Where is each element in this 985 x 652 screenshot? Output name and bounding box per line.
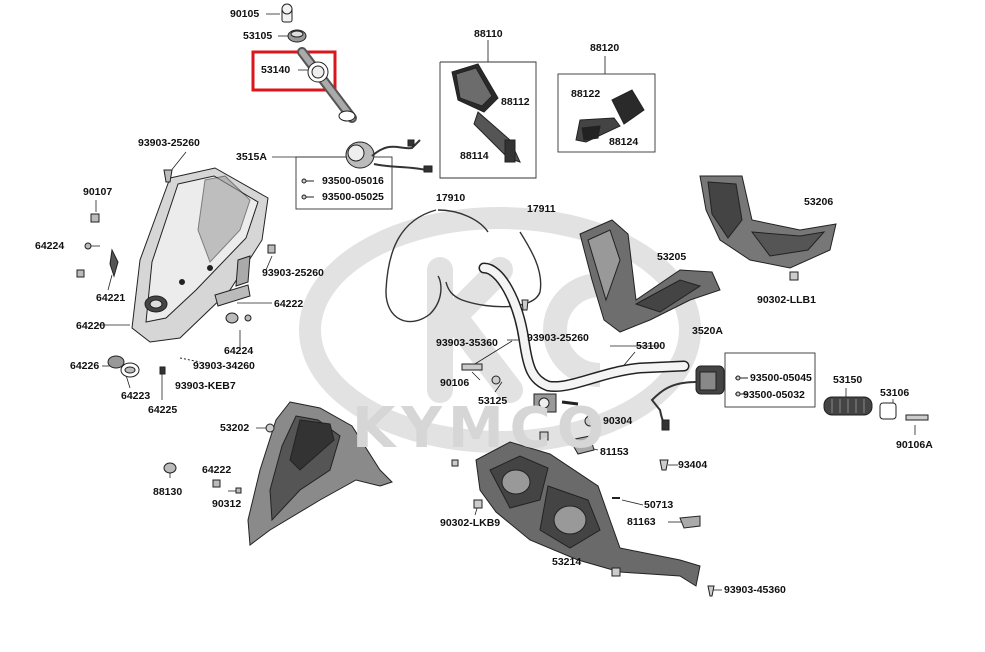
part-label-64221[interactable]: 64221 — [96, 292, 126, 304]
part-label-93500-05025[interactable]: 93500-05025 — [322, 191, 384, 203]
part-label-64223[interactable]: 64223 — [121, 390, 151, 402]
part-label-53125[interactable]: 53125 — [478, 395, 508, 407]
part-label-53105[interactable]: 53105 — [243, 30, 273, 42]
part-label-53206[interactable]: 53206 — [804, 196, 834, 208]
part-88110-mirror-left — [451, 63, 521, 163]
part-label-90106A[interactable]: 90106A — [896, 439, 933, 451]
part-label-93500-05032[interactable]: 93500-05032 — [743, 389, 805, 401]
part-label-53150[interactable]: 53150 — [833, 374, 863, 386]
part-small-fasteners-left — [76, 169, 276, 378]
part-90105-bolt — [281, 3, 293, 23]
part-label-53100[interactable]: 53100 — [636, 340, 666, 352]
part-label-81153[interactable]: 81153 — [600, 446, 629, 458]
highlight-box-53140 — [251, 50, 337, 92]
part-label-64224-upper[interactable]: 64224 — [35, 240, 65, 252]
part-label-90105[interactable]: 90105 — [230, 8, 260, 20]
part-label-81163[interactable]: 81163 — [627, 516, 656, 528]
part-bolts-center — [461, 299, 929, 427]
part-label-53205[interactable]: 53205 — [657, 251, 687, 263]
part-label-17911[interactable]: 17911 — [527, 203, 556, 215]
part-label-93903-25260-top[interactable]: 93903-25260 — [138, 137, 200, 149]
part-label-93903-25260-mid[interactable]: 93903-25260 — [262, 267, 324, 279]
part-53140-handle-weight — [297, 47, 357, 123]
part-90302-LLB1-screw — [789, 271, 799, 281]
part-93500-screws — [301, 178, 748, 397]
part-3520A-switch-right — [650, 365, 725, 431]
part-53150-grip — [823, 396, 873, 416]
part-label-93903-45360[interactable]: 93903-45360 — [724, 584, 786, 596]
part-label-93500-05045[interactable]: 93500-05045 — [750, 372, 812, 384]
part-label-17910[interactable]: 17910 — [436, 192, 466, 204]
part-label-64220[interactable]: 64220 — [76, 320, 106, 332]
part-label-93903-35360[interactable]: 93903-35360 — [436, 337, 498, 349]
part-label-53106[interactable]: 53106 — [880, 387, 910, 399]
part-53106-end-cap — [879, 402, 897, 420]
part-label-93404[interactable]: 93404 — [678, 459, 708, 471]
part-label-88110[interactable]: 88110 — [474, 28, 503, 40]
part-label-88130[interactable]: 88130 — [153, 486, 183, 498]
part-label-93903-KEB7[interactable]: 93903-KEB7 — [175, 380, 236, 392]
part-label-88120[interactable]: 88120 — [590, 42, 620, 54]
kymco-watermark-logo — [299, 207, 701, 453]
part-88120-mirror-right — [575, 89, 645, 143]
part-3515A-switch-left — [345, 139, 433, 173]
part-53105-nut — [287, 29, 307, 43]
part-fasteners-bottom-right — [451, 431, 715, 597]
part-53202-front-cover — [247, 401, 393, 546]
part-label-88114[interactable]: 88114 — [460, 150, 489, 162]
part-label-64226[interactable]: 64226 — [70, 360, 100, 372]
part-64220-windscreen — [131, 167, 269, 343]
part-label-90106[interactable]: 90106 — [440, 377, 470, 389]
part-label-90302-LKB9[interactable]: 90302-LKB9 — [440, 517, 501, 529]
part-label-3515A[interactable]: 3515A — [236, 151, 267, 163]
part-label-90107[interactable]: 90107 — [83, 186, 113, 198]
part-label-93903-34260[interactable]: 93903-34260 — [193, 360, 255, 372]
part-label-64222-lower[interactable]: 64222 — [202, 464, 232, 476]
part-label-53202[interactable]: 53202 — [220, 422, 250, 434]
part-label-88122[interactable]: 88122 — [571, 88, 601, 100]
group-boxes — [295, 40, 816, 408]
part-label-88124[interactable]: 88124 — [609, 136, 639, 148]
watermark-brand-text: KYMCO — [352, 396, 611, 461]
part-label-53140[interactable]: 53140 — [261, 64, 291, 76]
part-small-fasteners-bottom-left — [163, 462, 242, 494]
part-53205-lower-cover — [579, 219, 721, 333]
part-53100-handlebar — [478, 262, 690, 413]
part-label-90312[interactable]: 90312 — [212, 498, 242, 510]
part-label-50713[interactable]: 50713 — [644, 499, 674, 511]
part-label-64224-lower[interactable]: 64224 — [224, 345, 254, 357]
part-label-3520A[interactable]: 3520A — [692, 325, 723, 337]
part-label-90304[interactable]: 90304 — [603, 415, 633, 427]
part-label-53214[interactable]: 53214 — [552, 556, 582, 568]
part-label-93903-25260-right[interactable]: 93903-25260 — [527, 332, 589, 344]
part-label-93500-05016[interactable]: 93500-05016 — [322, 175, 384, 187]
part-label-90302-LLB1[interactable]: 90302-LLB1 — [757, 294, 816, 306]
part-label-64222-upper[interactable]: 64222 — [274, 298, 304, 310]
part-label-64225[interactable]: 64225 — [148, 404, 178, 416]
part-53206-upper-cover — [699, 175, 837, 269]
part-53214-inner-cover — [475, 441, 701, 587]
part-label-88112[interactable]: 88112 — [501, 96, 530, 108]
